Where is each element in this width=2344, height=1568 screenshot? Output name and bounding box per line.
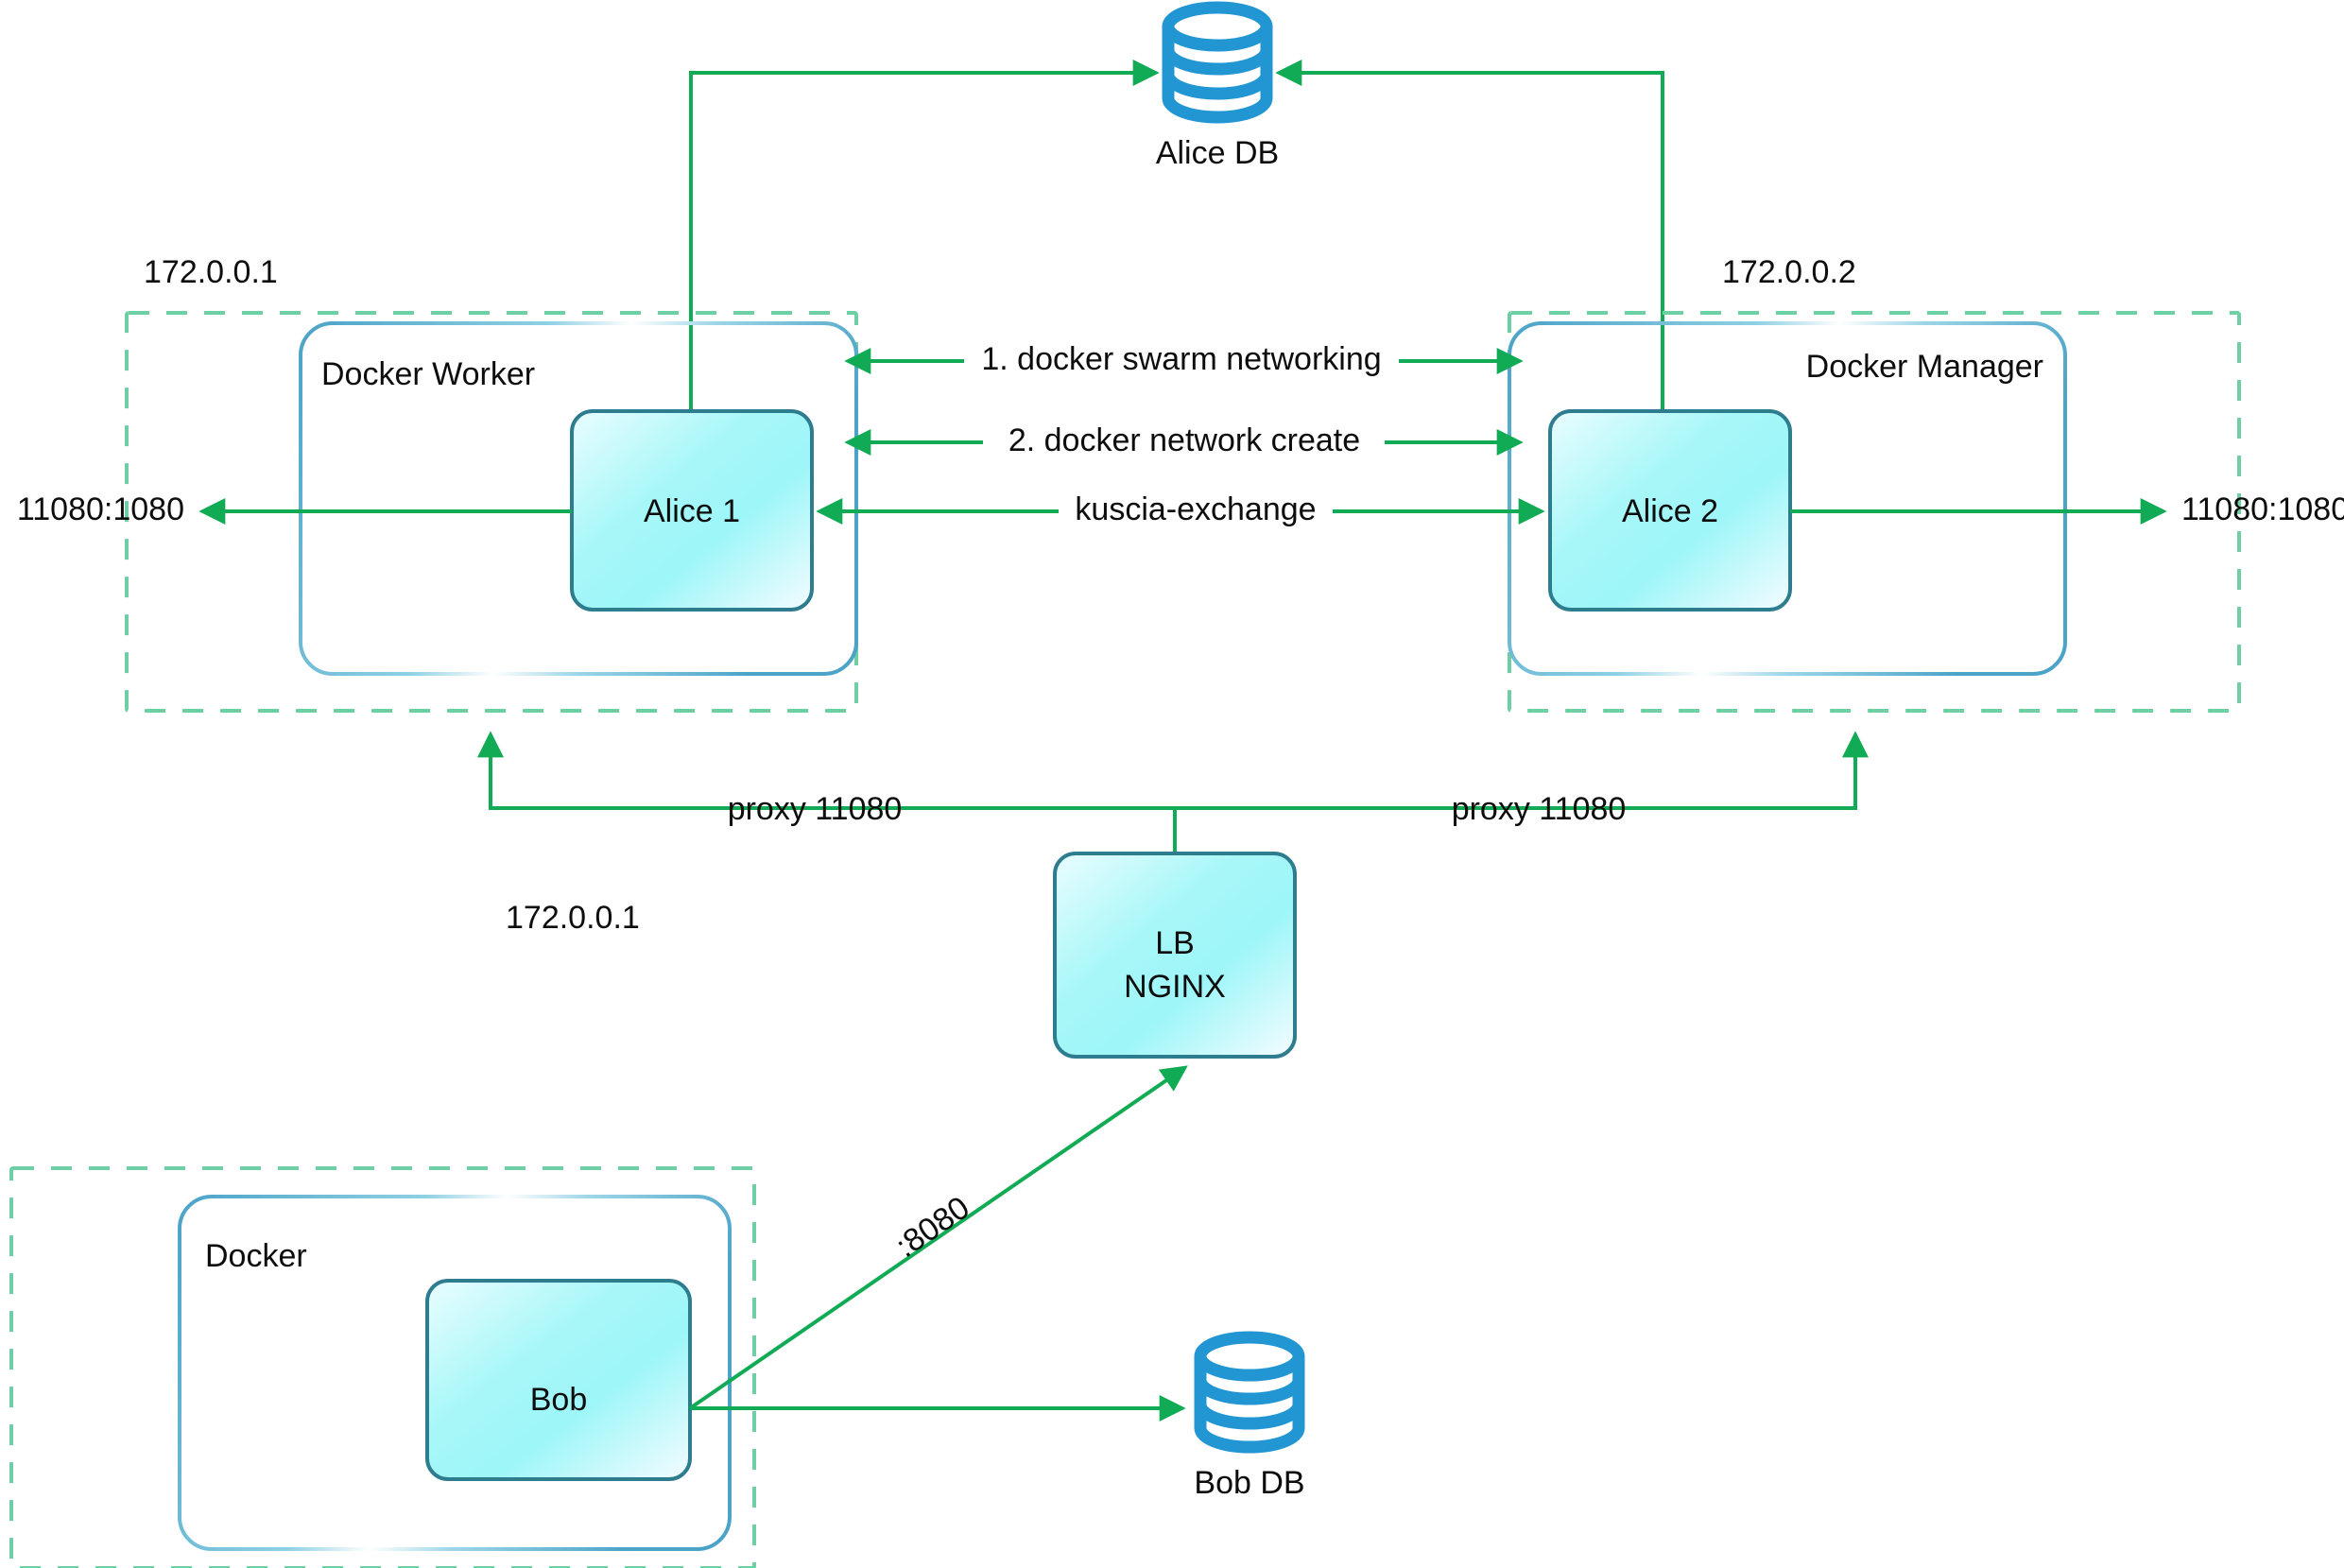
edge-lb-to-host-right (1175, 731, 1869, 810)
bob-node[interactable] (425, 1279, 692, 1481)
bob-host-boundary (9, 1166, 756, 1568)
alice-db-label: Alice DB (1156, 135, 1279, 171)
proxy-right-label: proxy 11080 (1452, 791, 1627, 827)
bob-label: Bob (530, 1382, 588, 1418)
lb-nginx-node[interactable] (1053, 852, 1297, 1059)
docker-manager-container (1508, 321, 2067, 676)
edge-exchange-label: kuscia-exchange (1075, 491, 1316, 527)
docker-manager-label: Docker Manager (1806, 349, 2043, 385)
left-port-label: 11080:1080 (17, 491, 184, 527)
edge-netcreate-label: 2. docker network create (1008, 422, 1360, 458)
docker-worker-container (299, 321, 858, 676)
lb-label-line1: LB (1155, 925, 1195, 961)
database-icon (1194, 1331, 1305, 1454)
edge-bob-to-lb-label: :8080 (889, 1190, 976, 1266)
bob-db-group: Bob DB (1194, 1331, 1305, 1501)
edge-swarm-label: 1. docker swarm networking (981, 341, 1381, 377)
edge-alice2-to-alicedb (1275, 60, 1664, 411)
docker-worker-label: Docker Worker (321, 356, 535, 392)
docker-label-bob: Docker (205, 1238, 307, 1274)
alice2-label: Alice 2 (1622, 493, 1718, 529)
docker-container-bob (178, 1195, 732, 1551)
alice-db-group: Alice DB (1156, 1, 1279, 171)
host-left-ip-label: 172.0.0.1 (144, 254, 278, 290)
right-port-label: 11080:1080 (2181, 491, 2344, 527)
host-right-ip-label: 172.0.0.2 (1722, 254, 1856, 290)
edge-lb-to-host-left (477, 731, 1175, 810)
lb-label-line2: NGINX (1124, 969, 1226, 1005)
alice1-label: Alice 1 (644, 493, 740, 529)
edge-bob-to-lb (688, 1065, 1188, 1410)
bob-db-label: Bob DB (1194, 1465, 1304, 1501)
proxy-left-label: proxy 11080 (728, 791, 903, 827)
database-icon (1162, 1, 1273, 124)
edge-alice1-to-alicedb (689, 60, 1160, 411)
lb-ip-label: 172.0.0.1 (506, 900, 640, 936)
